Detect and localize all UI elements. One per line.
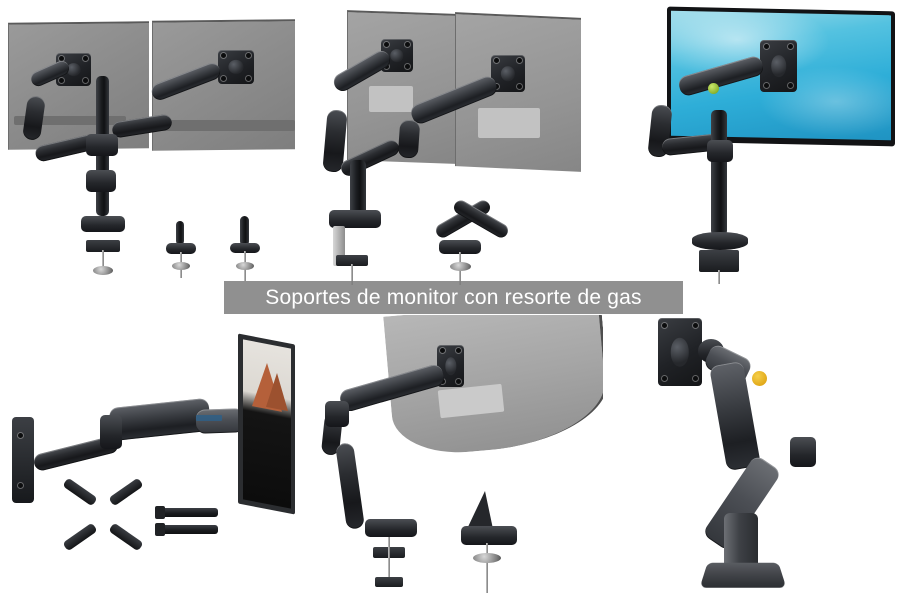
clamp-screw bbox=[351, 264, 353, 285]
vesa-plate bbox=[658, 318, 702, 386]
vesa-adapter-bracket-4 bbox=[108, 522, 144, 552]
vesa-head bbox=[760, 40, 797, 92]
brand-label bbox=[196, 415, 222, 421]
accessory-grommet-washer bbox=[236, 262, 254, 270]
monitor-stand-cutout-right bbox=[478, 108, 540, 138]
accessory-grommet-base bbox=[230, 243, 260, 253]
panel-dual-arm-desk-clamp[interactable] bbox=[0, 0, 295, 285]
accessory-cclamp-washer bbox=[172, 262, 190, 270]
arm-segment-lower-right bbox=[397, 119, 421, 159]
accessory-cclamp-base bbox=[166, 243, 196, 254]
arm-elbow-joint bbox=[325, 401, 349, 427]
arm-hub-lower bbox=[86, 170, 116, 192]
desk-clamp-base bbox=[329, 210, 381, 228]
desk-clamp-base bbox=[692, 232, 748, 250]
accessory-grommet-cone bbox=[467, 491, 493, 529]
wall-plate bbox=[12, 417, 34, 503]
desk-base-plate bbox=[699, 562, 787, 588]
clamp-screw bbox=[102, 250, 104, 272]
arm-hub-upper bbox=[86, 134, 118, 156]
clamp-knob bbox=[93, 266, 113, 275]
arm-adjust-sticker bbox=[752, 371, 767, 386]
cable-strap-1 bbox=[155, 508, 218, 517]
monitor-port-strip-right bbox=[155, 120, 295, 131]
vesa-head-right bbox=[218, 50, 254, 84]
monitor-stand-cutout-left bbox=[369, 86, 413, 112]
vesa-adapter-bracket-3 bbox=[62, 522, 98, 552]
panel-dual-arm-vesa[interactable] bbox=[303, 0, 603, 285]
arm-elbow-joint bbox=[100, 415, 122, 449]
accessory-cclamp-post bbox=[176, 221, 184, 245]
panel-single-arm-underwater-screen[interactable] bbox=[612, 0, 900, 285]
arm-elbow-joint bbox=[790, 437, 816, 467]
accessory-grommet-washer bbox=[450, 262, 471, 271]
center-post bbox=[350, 160, 366, 216]
clamp-screw bbox=[388, 537, 390, 581]
monitor-port-strip-left bbox=[14, 116, 126, 125]
center-post bbox=[711, 110, 727, 236]
wall-plate-hole-bottom bbox=[18, 483, 23, 488]
arm-accent-green-knob bbox=[708, 83, 719, 94]
mountain-peak-secondary bbox=[266, 370, 288, 412]
base-column bbox=[724, 513, 758, 569]
panel-gas-spring-arm-bare[interactable] bbox=[612, 315, 900, 600]
wall-plate-hole-top bbox=[18, 433, 23, 438]
vesa-adapter-bracket-2 bbox=[108, 477, 144, 507]
caption-text: Soportes de monitor con resorte de gas bbox=[265, 286, 642, 309]
accessory-grommet-base bbox=[439, 240, 481, 254]
accessory-grommet-base bbox=[461, 526, 517, 545]
caption-banner: Soportes de monitor con resorte de gas bbox=[224, 281, 683, 314]
desk-clamp-jaw bbox=[336, 255, 368, 266]
desk-clamp-jaw bbox=[86, 240, 120, 252]
post-collar bbox=[707, 140, 733, 162]
accessory-grommet-washer bbox=[473, 553, 501, 563]
cable-strap-2 bbox=[155, 525, 218, 534]
vesa-adapter-bracket-1 bbox=[62, 477, 98, 507]
cable-strap-buckle-1 bbox=[155, 506, 165, 519]
desk-clamp-foot bbox=[375, 577, 403, 587]
clamp-screw bbox=[718, 270, 720, 284]
panel-single-arm-curved-monitor[interactable] bbox=[303, 315, 603, 600]
desk-clamp-base bbox=[365, 519, 417, 537]
accessory-grommet-screw bbox=[486, 543, 488, 593]
cable-strap-buckle-2 bbox=[155, 523, 165, 536]
desk-clamp-jaw bbox=[699, 250, 739, 272]
accessory-grommet-post bbox=[240, 216, 249, 246]
desk-clamp-base bbox=[81, 216, 125, 232]
arm-segment-vertical bbox=[335, 442, 365, 530]
panel-wall-mount-arm-mountain-screen[interactable] bbox=[0, 315, 295, 600]
